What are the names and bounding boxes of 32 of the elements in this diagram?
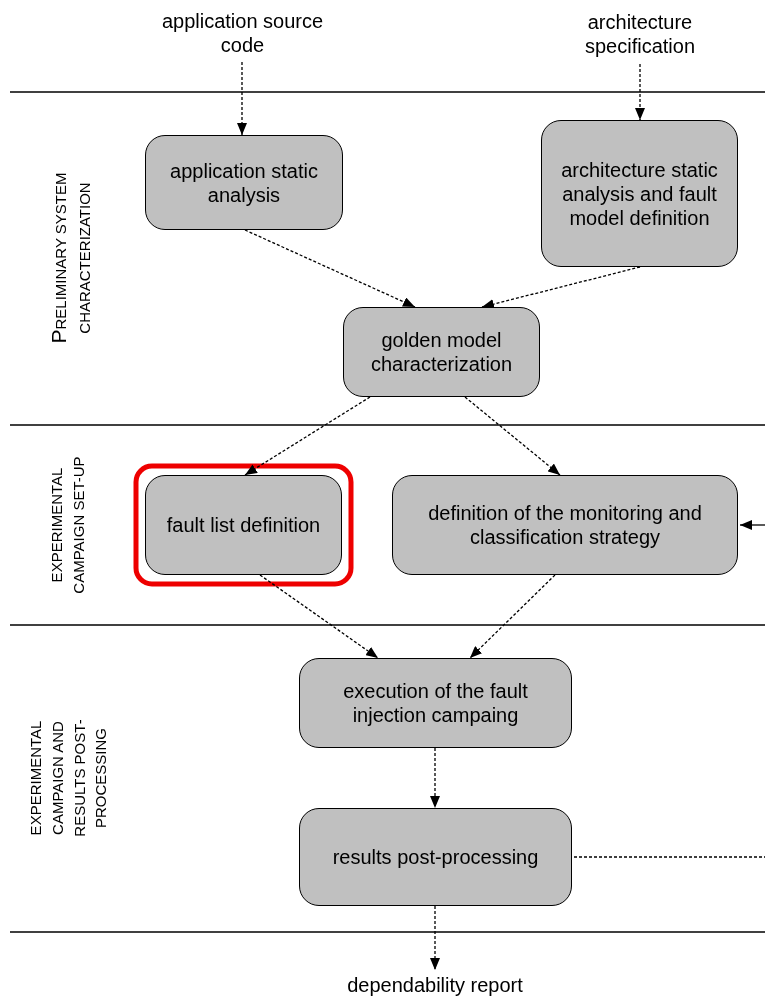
step-label: golden model characterization — [369, 328, 514, 376]
arrow — [244, 229, 416, 308]
process-box — [343, 307, 540, 397]
arrow — [481, 266, 641, 309]
step-label: definition of the monitoring and classification strategy — [427, 501, 703, 549]
flow-label: application source code — [160, 9, 325, 57]
process-box — [392, 475, 738, 575]
arrow — [430, 905, 440, 971]
arrow — [635, 63, 645, 121]
section-title: PRELIMINARY SYSTEM CHARACTERIZATION — [45, 171, 95, 346]
process-box — [541, 120, 738, 267]
arrow — [259, 574, 379, 659]
arrow — [739, 520, 765, 530]
process-box — [299, 658, 572, 748]
dashed-line — [573, 856, 765, 858]
process-box — [145, 475, 342, 575]
arrow — [237, 61, 247, 136]
section-title: EXPERIMENTAL CAMPAIGN SET-UP — [47, 455, 88, 596]
process-box — [299, 808, 572, 906]
step-label: application static analysis — [169, 158, 319, 207]
section-title: EXPERIMENTAL CAMPAIGN AND RESULTS POST-PROCESSING — [25, 718, 110, 839]
flow-label: architecture specification — [583, 10, 697, 58]
step-label: execution of the fault injection campaing — [342, 679, 529, 727]
step-label: fault list definition — [166, 513, 321, 537]
arrow — [244, 396, 371, 476]
process-box — [145, 135, 343, 230]
arrow — [469, 574, 556, 659]
flow-label: dependability report — [347, 973, 523, 997]
arrow — [464, 396, 561, 476]
step-label: results post-processing — [332, 845, 539, 869]
arrow — [430, 747, 440, 809]
step-label: architecture static analysis and fault model definition — [560, 157, 719, 230]
